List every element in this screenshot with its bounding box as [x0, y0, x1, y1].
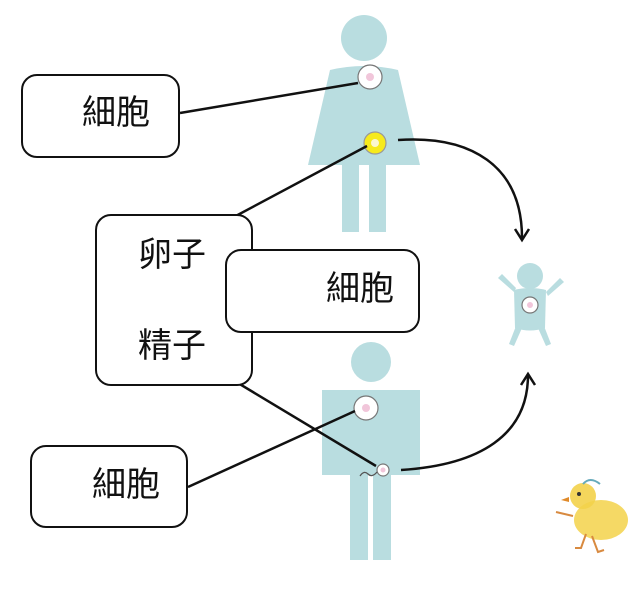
- female-chest-cell: [357, 64, 383, 90]
- sperm-cell: [359, 463, 390, 477]
- egg-label: 卵子: [138, 235, 206, 275]
- baby-cell: [521, 296, 539, 314]
- arrow-sperm-to-baby: [400, 374, 530, 472]
- arrows: [397, 138, 537, 472]
- top-cell-label: 細胞: [82, 93, 150, 133]
- middle-cell-box: [225, 249, 420, 333]
- arrow-egg-head: [513, 228, 531, 243]
- arrow-sperm-head: [519, 371, 537, 386]
- bottom-label-connector: [187, 409, 356, 489]
- middle-cell-label: 細胞: [326, 269, 394, 309]
- top-label-connector: [179, 81, 359, 115]
- bottom-cell-label: 細胞: [92, 465, 160, 505]
- chick-drawing-icon: [555, 479, 628, 554]
- arrow-egg-to-baby: [397, 138, 524, 239]
- top-cell-box: [21, 74, 180, 158]
- egg-connector: [231, 144, 368, 220]
- egg-cell: [363, 131, 387, 155]
- female-figure-icon: [308, 15, 420, 232]
- male-chest-cell: [353, 395, 379, 421]
- bottom-cell-box: [30, 445, 188, 528]
- baby-figure-icon: [498, 263, 564, 346]
- male-figure-icon: [322, 342, 420, 560]
- sperm-label: 精子: [138, 326, 206, 366]
